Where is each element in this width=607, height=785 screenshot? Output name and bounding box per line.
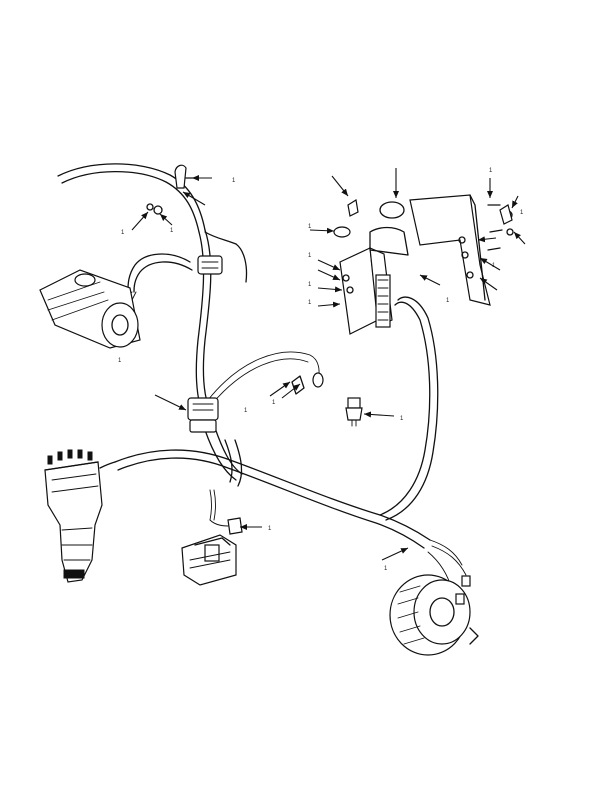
junction-connector xyxy=(187,397,219,433)
bolts-right xyxy=(487,204,514,251)
leader-arrow xyxy=(317,269,341,281)
alternator xyxy=(389,574,479,656)
callout-label: 1 xyxy=(170,228,174,234)
leader-arrow xyxy=(269,381,291,397)
leader-arrow xyxy=(281,383,301,399)
callout-label: 1 xyxy=(308,253,312,259)
callout-label: 1 xyxy=(268,526,272,532)
wire-clamp-loop xyxy=(369,201,409,256)
leader-arrow xyxy=(317,301,341,308)
distributor-terminals xyxy=(47,449,93,465)
sensor-right xyxy=(291,372,324,395)
callout-label: 1 xyxy=(118,358,122,364)
callout-label: 1 xyxy=(308,224,312,230)
callout-label: 1 xyxy=(308,282,312,288)
leader-arrow xyxy=(479,257,501,271)
callout-label: 1 xyxy=(244,408,248,414)
callout-label: 1 xyxy=(272,400,276,406)
sensor-near-distributor xyxy=(209,517,243,535)
leader-arrow xyxy=(182,191,206,206)
leader-arrows xyxy=(131,168,526,561)
leader-arrow xyxy=(331,175,349,197)
leader-arrow xyxy=(131,211,149,231)
leader-arrow xyxy=(477,236,497,243)
callout-label: 1 xyxy=(489,168,493,174)
callout-label: 1 xyxy=(492,263,496,269)
controller-module xyxy=(339,247,393,335)
relay-connector xyxy=(197,255,223,275)
ignition-module xyxy=(181,534,237,586)
clip-washer-nut xyxy=(146,203,163,215)
cable-clip-top xyxy=(174,164,199,189)
callout-label: 1 xyxy=(400,416,404,422)
callout-labels: 1 1 1 1 1 1 1 1 1 1 1 1 1 1 1 1 1 xyxy=(118,168,524,572)
callout-label: 1 xyxy=(121,230,125,236)
leader-arrow xyxy=(363,411,395,418)
leader-arrow xyxy=(154,394,187,411)
leader-arrow xyxy=(419,274,441,286)
distributor xyxy=(44,449,103,583)
leader-arrow xyxy=(317,286,343,293)
leader-arrow xyxy=(381,547,409,561)
leader-arrow xyxy=(317,259,341,271)
wiring-harness xyxy=(57,163,467,591)
mounting-bracket xyxy=(409,194,491,306)
callout-label: 1 xyxy=(520,210,524,216)
temperature-sensor xyxy=(345,397,363,427)
leader-arrow xyxy=(511,195,519,209)
callout-label: 1 xyxy=(308,300,312,306)
callout-label: 1 xyxy=(384,566,388,572)
clip-right-top xyxy=(333,199,359,238)
leader-arrow xyxy=(159,213,173,226)
callout-label: 1 xyxy=(446,298,450,304)
leader-arrow xyxy=(479,277,498,291)
leader-arrow xyxy=(513,231,526,245)
callout-label: 1 xyxy=(232,178,236,184)
starter-motor xyxy=(39,269,141,349)
leader-arrow xyxy=(309,227,335,234)
washers-left-of-module xyxy=(342,274,354,294)
